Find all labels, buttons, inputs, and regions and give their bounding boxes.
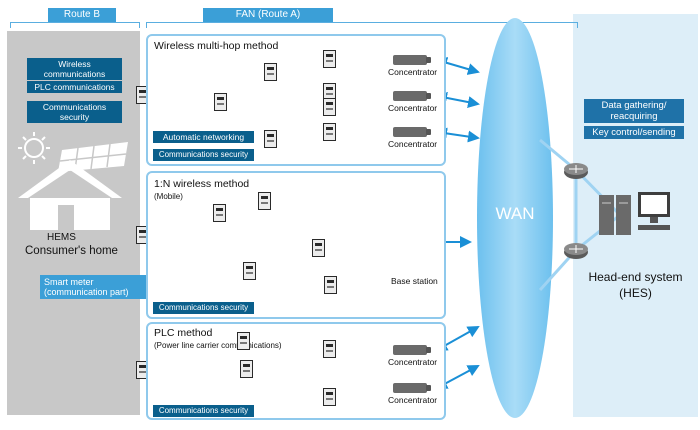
- smart-meter-icon: [237, 332, 250, 350]
- route-b-bracket: [10, 22, 140, 28]
- monitor-icon: [638, 192, 670, 230]
- tag-wireless-communications: Wireless communications: [27, 58, 122, 80]
- wan-label: WAN: [495, 204, 535, 223]
- smart-meter-icon: [258, 192, 271, 210]
- plc-title: PLC method: [154, 327, 213, 339]
- fan-bracket: [146, 22, 578, 28]
- smart-meter-icon: [243, 262, 256, 280]
- concentrator-icon: [393, 55, 431, 65]
- hems-label: HEMS: [47, 232, 76, 243]
- smart-meter-icon: [312, 239, 325, 257]
- route-b-header: Route B: [48, 8, 116, 22]
- smart-meter-icon: [324, 276, 337, 294]
- wireless-subtitle: (Mobile): [154, 192, 183, 201]
- wireless-panel: [146, 171, 446, 319]
- smart-meter-icon: [136, 86, 149, 104]
- smart-meter-icon: [323, 123, 336, 141]
- tag-communications-security: Communications security: [153, 405, 254, 417]
- smart-meter-icon: [264, 63, 277, 81]
- concentrator-label: Concentrator: [388, 395, 438, 405]
- hes-area: [573, 14, 698, 417]
- hes-title: Head-end system: [588, 270, 683, 284]
- concentrator-label: Concentrator: [388, 139, 438, 149]
- tag-communications-security: Communications security: [153, 302, 254, 314]
- smart-meter-icon: [240, 360, 253, 378]
- router-icon: [564, 163, 588, 179]
- concentrator-label: Concentrator: [388, 103, 438, 113]
- smart-meter-icon: [323, 340, 336, 358]
- tag-data-gathering: Data gathering/ reacquiring: [584, 99, 684, 123]
- tag-key-control: Key control/sending: [584, 126, 684, 139]
- hes-abbr: (HES): [619, 286, 652, 300]
- multihop-title: Wireless multi-hop method: [154, 40, 279, 52]
- smart-meter-icon: [213, 204, 226, 222]
- smart-meter-icon: [323, 98, 336, 116]
- smart-meter-icon: [214, 93, 227, 111]
- concentrator-icon: [393, 127, 431, 137]
- concentrator-icon: [393, 345, 431, 355]
- router-icon: [564, 243, 588, 259]
- tag-automatic-networking: Automatic networking: [153, 131, 254, 143]
- tag-communications-security: Communications security: [153, 149, 254, 161]
- house-icon: [18, 160, 122, 230]
- concentrator-label: Concentrator: [388, 357, 438, 367]
- wireless-title: 1:N wireless method: [154, 178, 250, 190]
- smart-meter-icon: [264, 130, 277, 148]
- consumer-home-label: Consumer's home: [25, 245, 118, 257]
- tag-communications-security: Communications security: [27, 101, 122, 123]
- base-station-label: Base station: [391, 276, 438, 286]
- wan-cloud: [477, 18, 553, 418]
- plc-panel: [146, 322, 446, 420]
- concentrator-icon: [393, 383, 431, 393]
- tag-plc-communications: PLC communications: [27, 81, 122, 93]
- plc-subtitle: (Power line carrier communications): [154, 341, 282, 350]
- concentrator-label: Concentrator: [388, 67, 438, 77]
- smart-meter-icon: [323, 388, 336, 406]
- concentrator-icon: [393, 91, 431, 101]
- server-icon: [599, 195, 631, 235]
- fan-header: FAN (Route A): [203, 8, 333, 22]
- sun-icon: [18, 132, 50, 164]
- smart-meter-icon: [323, 50, 336, 68]
- smart-meter-label: Smart meter (communication part): [40, 275, 158, 299]
